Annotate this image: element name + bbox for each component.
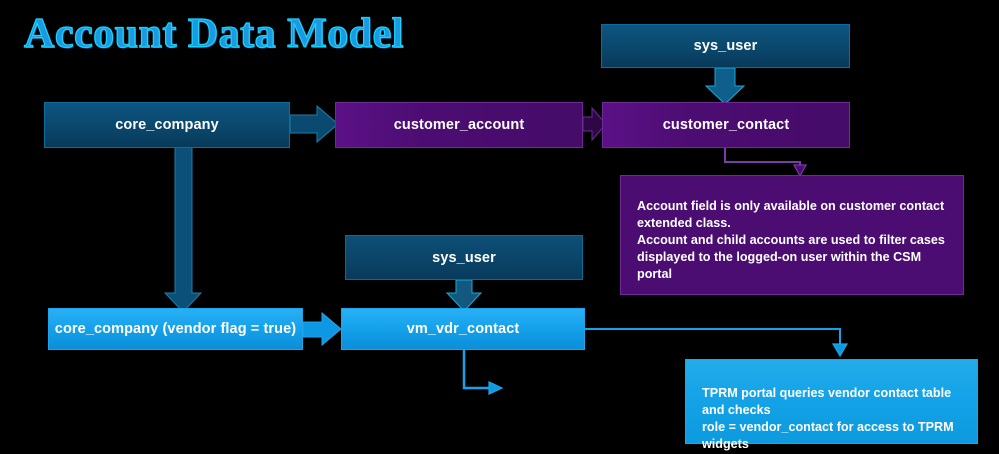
connector-core-company-to-customer-account (289, 104, 339, 144)
node-sys-user-top[interactable]: sys_user (601, 24, 850, 68)
note-tprm: TPRM portal queries vendor contact table… (685, 359, 978, 451)
node-label: sys_user (432, 249, 496, 266)
node-sys-user-bottom[interactable]: sys_user (345, 235, 583, 280)
node-core-company[interactable]: core_company (44, 102, 290, 148)
connector-sys-user-top-to-customer-contact (704, 67, 746, 105)
node-label: vm_vdr_contact (406, 321, 520, 337)
connector-vm-vdr-contact-branch (462, 350, 504, 395)
note-line-3: Account and child accounts are used to f… (637, 233, 945, 247)
note-line-1: Account field is only available on custo… (637, 199, 945, 213)
node-label: sys_user (693, 38, 758, 54)
note-line-2: role = vendor_contact for access to TPRM… (702, 420, 954, 451)
connector-core-company-vendor-to-vm-vdr-contact (302, 311, 342, 347)
connector-vm-vdr-contact-to-tprm-note (585, 328, 849, 358)
node-customer-account[interactable]: customer_account (335, 102, 583, 148)
connector-core-company-to-core-company-vendor (163, 146, 203, 313)
connector-sys-user-bottom-to-vm-vdr-contact (445, 279, 483, 312)
node-customer-contact[interactable]: customer_contact (602, 102, 850, 148)
page-title: Account Data Model (23, 10, 404, 57)
node-label: core_company (115, 117, 219, 133)
node-vm-vdr-contact[interactable]: vm_vdr_contact (341, 308, 585, 350)
node-label: core_company (vendor flag = true) (54, 321, 297, 337)
note-line-4: displayed to the logged-on user within t… (637, 250, 922, 281)
node-label: customer_account (393, 117, 525, 133)
connector-customer-contact-to-note (724, 148, 808, 178)
node-core-company-vendor[interactable]: core_company (vendor flag = true) (48, 308, 303, 350)
note-line-1: TPRM portal queries vendor contact table… (702, 386, 952, 417)
note-customer-contact: Account field is only available on custo… (620, 175, 964, 295)
node-label: customer_contact (662, 117, 790, 133)
note-line-2: extended class. (637, 216, 731, 230)
